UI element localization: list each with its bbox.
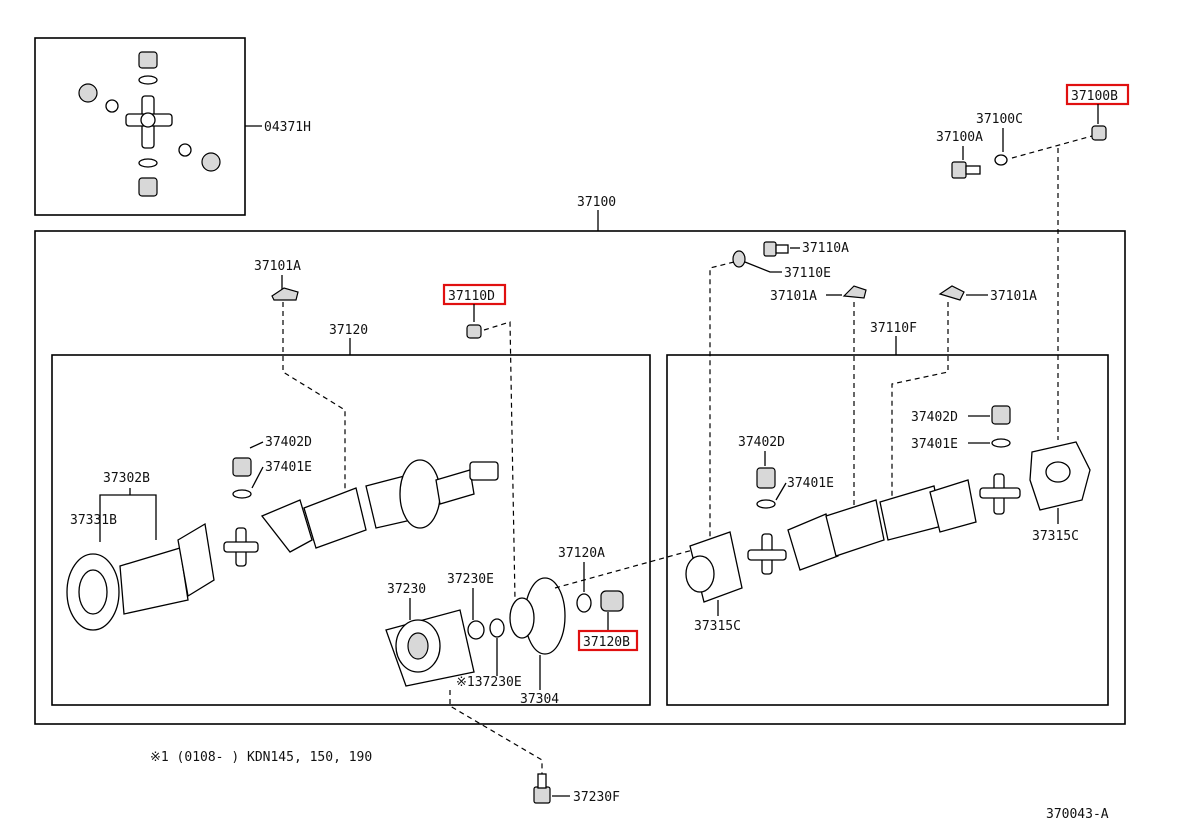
label-37230f: 37230F [573,790,620,805]
rear-shaft-tube-a [825,499,885,557]
label-37230e: 37230E [447,572,494,587]
washer-37120a [576,593,592,613]
flange-37315c-mid-hub [685,555,715,593]
label-37302b: 37302B [103,471,150,486]
label-37120a: 37120A [558,546,605,561]
washer-37110e [732,250,746,268]
label-37315c-mid: 37315C [694,619,741,634]
uj-cap-top [138,51,158,69]
yoke-37302b-ears [177,522,215,598]
uj-spider-center [140,112,156,128]
spider-rear2-h [979,487,1021,499]
label-37101a-front: 37101A [254,259,301,274]
bolt-37230f-head [533,786,551,804]
assembly-frame [34,230,1126,725]
snap-37401e-rear2 [991,438,1011,448]
bearing-37331b-inner [78,569,108,615]
snap-37401e-rear [756,499,776,509]
nut-37120b [600,590,624,612]
flange-37304-hub [509,597,535,639]
cushion-37230e-a [467,620,485,640]
rear-shaft-yoke-b [929,479,977,533]
label-37101a-mid: 37101A [770,289,817,304]
bolt-37110a-shank [775,244,789,254]
label-37315c-rear: 37315C [1032,529,1079,544]
bolt-37230f-shank [537,773,547,789]
label-37401e-rear2: 37401E [911,437,958,452]
label-37402d-front: 37402D [265,435,312,450]
yoke-37302b-shaft [119,547,189,615]
front-shaft-flange [399,459,441,529]
label-37120: 37120 [329,323,368,338]
label-37100c: 37100C [976,112,1023,127]
bolt-37110a-head [763,241,777,257]
clip-37101a-rear [938,285,965,301]
washer-37100c [994,154,1008,166]
label-37110f: 37110F [870,321,917,336]
rear-shaft-frame [666,354,1109,706]
cap-37402d-front [232,457,252,477]
label-37331b: 37331B [70,513,117,528]
label-37402d-rear2: 37402D [911,410,958,425]
spider-front-h [223,541,259,553]
front-shaft-spline [435,469,475,505]
label-37401e-front: 37401E [265,460,312,475]
label-37100b: 37100B [1071,89,1118,104]
front-shaft-frame [51,354,651,706]
label-37101a-rear: 37101A [990,289,1037,304]
label-37100a: 37100A [936,130,983,145]
highlight-37120b [577,629,639,652]
label-37110e: 37110E [784,266,831,281]
nut-37110d [466,324,482,339]
uj-cap-right [201,152,221,172]
uj-kit-inset: 04371H [34,37,311,216]
center-bearing-core [407,632,429,660]
label-37110a: 37110A [802,241,849,256]
label-04371h: 04371H [264,120,311,135]
front-shaft-tube-a [303,487,367,549]
spider-rear-h [747,549,787,561]
front-shaft-spline-end [469,461,499,481]
label-37402d-rear: 37402D [738,435,785,450]
label-37230: 37230 [387,582,426,597]
uj-snap-top [138,75,158,85]
front-shaft-yoke [260,499,313,553]
bolt-37100a-head [951,161,967,179]
clip-37101a-front [271,287,299,301]
label-37304: 37304 [520,692,559,707]
snap-37401e-front [232,489,252,499]
nut-37100b [1091,125,1107,141]
uj-snap-bottom [138,158,158,168]
cushion-37230e-b [489,618,505,638]
uj-cap-left [78,83,98,103]
label-37110d: 37110D [448,289,495,304]
label-37401e-rear: 37401E [787,476,834,491]
top-right-hardware: 37100B 37100C 37100A [936,83,1130,440]
footnote: ※1 (0108- ) KDN145, 150, 190 [150,750,372,765]
uj-snap-left [105,99,119,113]
uj-snap-right [178,143,192,157]
clip-37101a-mid [842,285,867,299]
bolt-37100a-shank [965,165,981,175]
cap-37402d-rear2 [991,405,1011,425]
label-37100: 37100 [577,195,616,210]
uj-cap-bottom [138,177,158,197]
flange-37315c-rear-hub [1045,461,1071,483]
diagram-code: 370043-A [1046,807,1109,822]
cap-37402d-rear [756,467,776,489]
label-37120b: 37120B [583,635,630,650]
label-37230e-note: ※137230E [456,675,522,690]
